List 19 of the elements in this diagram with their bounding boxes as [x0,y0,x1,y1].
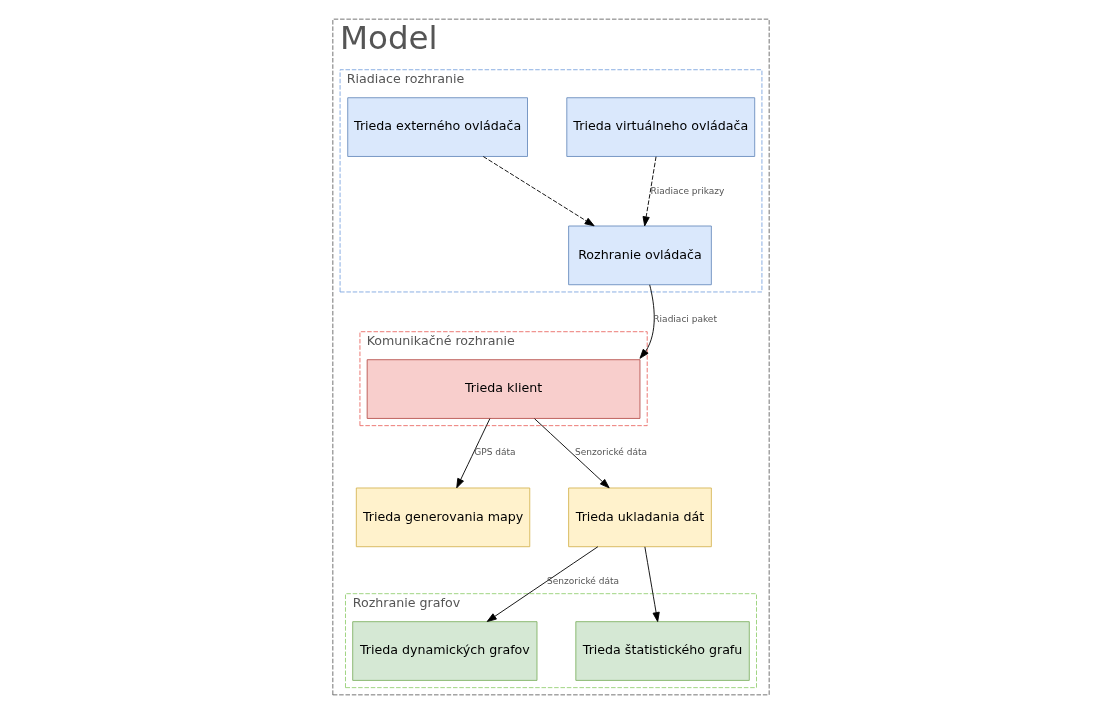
node-box: Trieda externého ovládača [346,97,528,157]
arrow [642,156,656,227]
edge-label: Riadiace prikazy [649,185,724,196]
edge-label: Senzorické dáta [574,447,647,458]
node-box: Trieda ukladania dát [567,487,712,548]
arrow [482,156,595,227]
arrow [643,546,660,623]
arrow [455,418,490,489]
arrow [486,546,598,622]
node-box: Trieda dynamických grafov [351,621,537,681]
node-box: Trieda klient [366,359,640,419]
arrow [533,418,610,489]
node-box: Rozhranie ovládača [567,225,712,286]
node-box: Trieda štatistického grafu [574,621,750,681]
arrow [639,284,655,359]
edge-label: Senzorické dáta [546,575,619,586]
node-box: Trieda virtuálneho ovládača [565,97,755,157]
edge-label: GPS dáta [473,447,516,458]
node-box: Trieda generovania mapy [355,487,530,548]
